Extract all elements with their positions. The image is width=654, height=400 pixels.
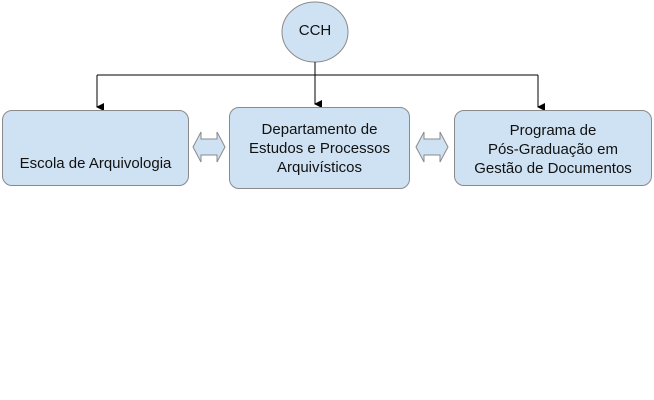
escola-box: Escola de Arquivologia <box>2 110 189 186</box>
double-arrow-right <box>415 131 449 163</box>
programa-line-1: Programa de <box>509 122 597 139</box>
programa-line-3: Gestão de Documentos <box>474 160 632 177</box>
escola-label: Escola de Arquivologia <box>19 155 172 172</box>
programa-line-2: Pós-Graduação em <box>487 141 619 158</box>
departamento-line-3: Arquivísticos <box>276 158 363 176</box>
departamento-line-2: Estudos e Processos <box>249 139 390 157</box>
departamento-line-1: Departamento de <box>261 120 378 138</box>
double-arrow-left <box>192 131 226 163</box>
departamento-box: Departamento de Estudos e Processos Arqu… <box>229 107 410 189</box>
cch-label: CCH <box>298 22 332 39</box>
programa-box: Programa de Pós-Graduação em Gestão de D… <box>454 110 652 186</box>
